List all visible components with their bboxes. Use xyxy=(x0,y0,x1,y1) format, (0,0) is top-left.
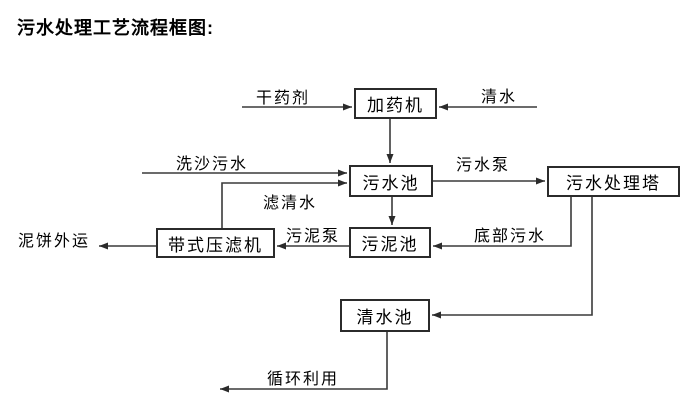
node-treatment-tower-label: 污水处理塔 xyxy=(566,174,661,193)
flow-label-clean-water: 清水 xyxy=(480,89,518,106)
flow-label-filtered-water: 滤清水 xyxy=(262,195,318,212)
node-sludge-pool-label: 污泥池 xyxy=(361,235,419,254)
node-belt-filter-press-label: 带式压滤机 xyxy=(168,235,263,255)
connector-bottom-sewage-to-sludge-pool xyxy=(433,197,572,250)
node-clean-water-pool: 清水池 xyxy=(340,299,430,332)
node-dosing-machine: 加药机 xyxy=(354,88,437,119)
node-sludge-pool: 污泥池 xyxy=(349,227,431,258)
connector-tower-to-clean-pool xyxy=(432,197,593,319)
flow-label-sludge-pump: 污泥泵 xyxy=(285,228,341,245)
node-belt-filter-press: 带式压滤机 xyxy=(156,228,275,258)
node-sewage-pool: 污水池 xyxy=(349,165,433,197)
connector-recycle-out xyxy=(220,332,388,393)
flow-label-mud-cake-out: 泥饼外运 xyxy=(17,233,91,250)
flow-label-bottom-sewage: 底部污水 xyxy=(473,228,547,245)
node-clean-water-pool-label: 清水池 xyxy=(356,308,414,327)
page-title: 污水处理工艺流程框图: xyxy=(17,18,214,38)
flow-label-dry-agent: 干药剂 xyxy=(255,90,311,107)
node-treatment-tower: 污水处理塔 xyxy=(547,166,680,197)
flow-label-recycle: 循环利用 xyxy=(266,371,340,388)
node-sewage-pool-label: 污水池 xyxy=(362,173,420,193)
connector-filtered-water-to-sewage-pool xyxy=(221,179,347,228)
flow-label-sewage-pump: 污水泵 xyxy=(455,157,511,174)
node-dosing-machine-label: 加药机 xyxy=(367,96,424,115)
flow-label-sand-washing-sewage: 洗沙污水 xyxy=(175,156,249,173)
